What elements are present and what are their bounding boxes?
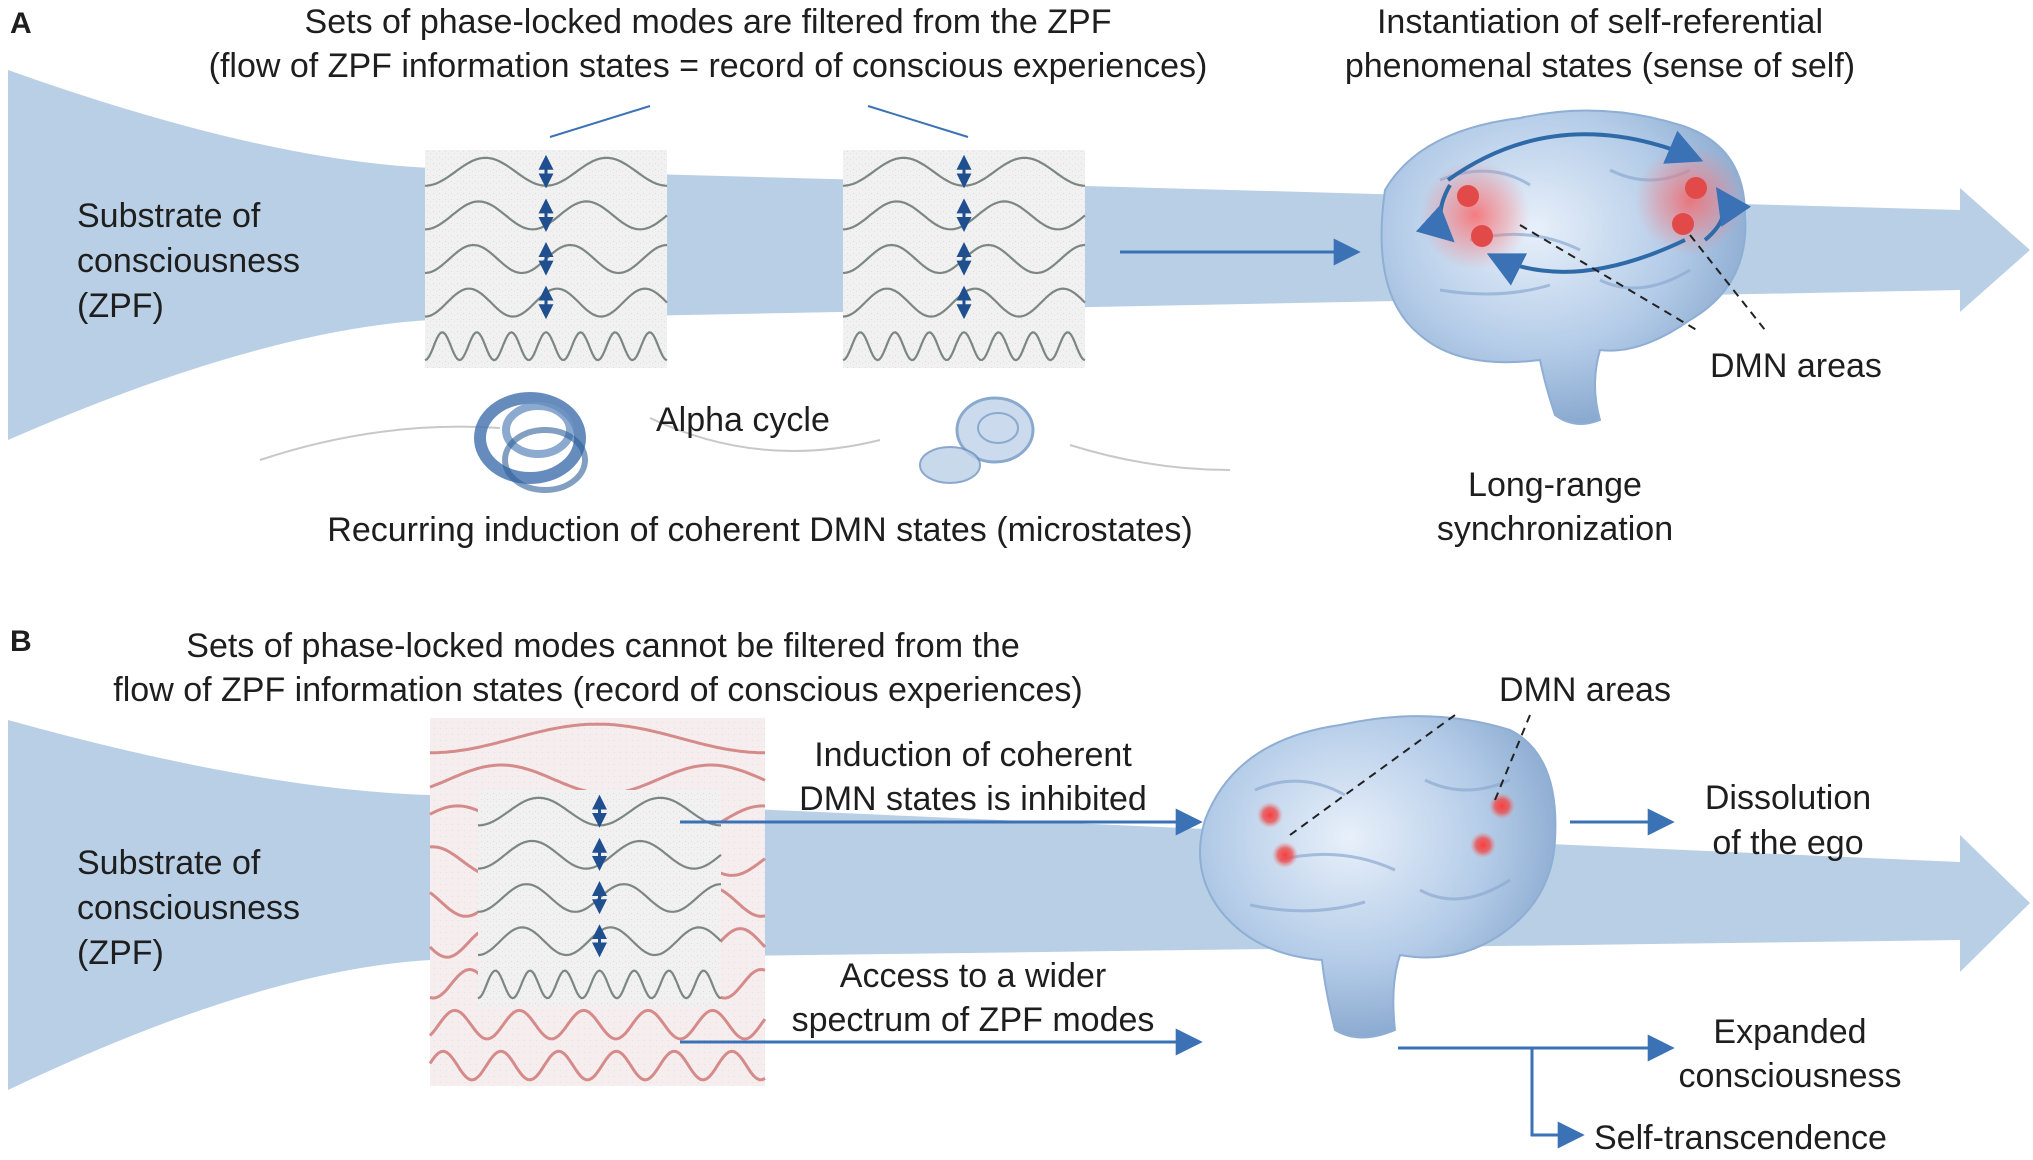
attractor-shape-2 <box>919 396 1035 484</box>
alpha-cycle-label: Alpha cycle <box>656 401 830 439</box>
alpha-cycle-wave <box>259 417 1231 471</box>
panel-a-dmn-label: DMN areas <box>1710 347 1882 385</box>
title-connector-right <box>867 105 969 138</box>
mode-wave <box>428 1049 766 1082</box>
attractor-shape-1 <box>474 392 588 493</box>
long-range-line2: synchronization <box>1436 510 1674 548</box>
dmn-leader-b2 <box>1494 714 1531 801</box>
mode-wave <box>429 722 766 755</box>
dmn-leader-b1 <box>1289 714 1456 836</box>
dissolution-line2: of the ego <box>1712 824 1864 862</box>
mode-wave <box>842 330 1086 362</box>
dmn-spot-a4 <box>1672 213 1694 235</box>
dmn-spot-a3 <box>1685 177 1707 199</box>
induction-line2: DMN states is inhibited <box>799 780 1147 818</box>
panel-a-self-line2: phenomenal states (sense of self) <box>1344 47 1856 85</box>
access-line1: Access to a wider <box>839 957 1107 995</box>
panel-a-substrate-line3: (ZPF) <box>77 287 164 325</box>
dmn-spot-a2 <box>1471 225 1493 247</box>
self-transcendence-arrow <box>1530 1048 1585 1149</box>
induction-line1: Induction of coherent <box>814 736 1132 774</box>
panel-b-substrate-line2: consciousness <box>77 889 301 927</box>
mode-filter-box-1 <box>424 150 668 368</box>
panel-b-title-line2: flow of ZPF information states (record o… <box>113 671 1083 709</box>
mode-filter-box-b <box>477 790 722 1006</box>
dmn-spot-b1 <box>1257 802 1283 828</box>
expanded-line2: consciousness <box>1678 1057 1902 1095</box>
mode-wave <box>428 1008 767 1041</box>
dmn-leader-a1 <box>1519 224 1701 333</box>
brain-b <box>1199 715 1557 1039</box>
long-range-line1: Long-range <box>1468 466 1642 504</box>
panel-a-substrate-line2: consciousness <box>77 242 301 280</box>
self-transcendence-label: Self-transcendence <box>1594 1119 1887 1157</box>
panel-b-substrate-line3: (ZPF) <box>77 934 164 972</box>
expanded-line1: Expanded <box>1713 1013 1867 1051</box>
sync-arrow-bottom <box>1486 238 1686 286</box>
sync-arrow-top <box>1446 130 1704 182</box>
brain-a <box>1380 109 1752 425</box>
panel-a-letter: A <box>10 7 32 40</box>
panel-b-title-line1: Sets of phase-locked modes cannot be fil… <box>186 627 1020 665</box>
mode-filter-box-2 <box>842 150 1086 368</box>
dissolution-line1: Dissolution <box>1704 779 1872 817</box>
dmn-spot-b3 <box>1489 793 1515 819</box>
panel-a-title-line1: Sets of phase-locked modes are filtered … <box>304 3 1112 41</box>
mode-wave <box>424 330 668 362</box>
panel-b-letter: B <box>10 625 32 658</box>
dmn-spot-b4 <box>1470 832 1496 858</box>
dmn-spot-a1 <box>1457 185 1479 207</box>
mode-wave <box>477 969 722 1000</box>
panel-b-dmn-label: DMN areas <box>1499 671 1671 709</box>
panel-a-title-line2: (flow of ZPF information states = record… <box>208 47 1208 85</box>
dmn-leader-a2 <box>1689 234 1766 331</box>
access-line2: spectrum of ZPF modes <box>791 1001 1155 1039</box>
sync-arrow-left <box>1415 184 1455 243</box>
panel-a-self-line1: Instantiation of self-referential <box>1376 3 1824 41</box>
sync-arrow-right <box>1703 187 1752 242</box>
title-connector-left <box>549 105 651 138</box>
recurring-induction-label: Recurring induction of coherent DMN stat… <box>327 511 1193 549</box>
panel-a-substrate-line1: Substrate of <box>77 197 261 235</box>
panel-b-substrate-line1: Substrate of <box>77 844 261 882</box>
dmn-spot-b2 <box>1272 842 1298 868</box>
